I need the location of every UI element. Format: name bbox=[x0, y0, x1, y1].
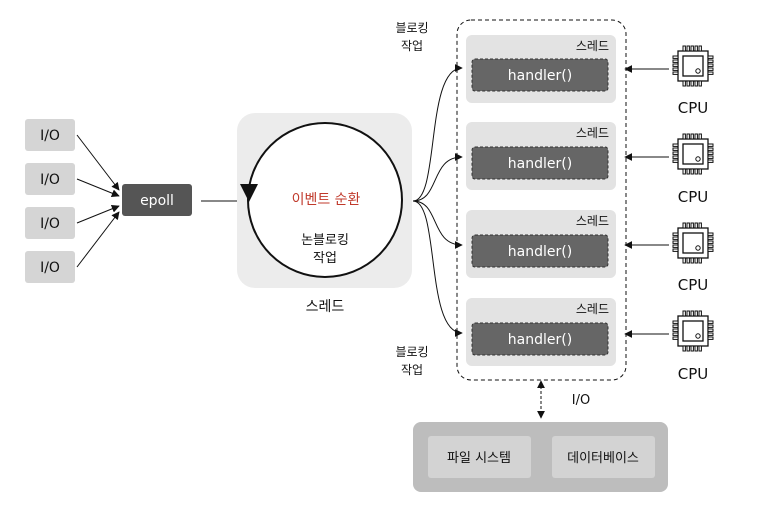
nonblocking-label-line2: 작업 bbox=[313, 251, 337, 266]
thread-label: 스레드 bbox=[576, 39, 609, 53]
database-label: 데이터베이스 bbox=[567, 451, 639, 466]
cpu-label: CPU bbox=[678, 99, 709, 117]
nonblocking-label-line1: 논블로킹 bbox=[301, 233, 349, 248]
thread-label: 스레드 bbox=[576, 126, 609, 140]
filesystem-box bbox=[428, 436, 531, 478]
cpu-label: CPU bbox=[678, 276, 709, 294]
io-to-epoll-arrows bbox=[76, 134, 120, 268]
cpu: CPU bbox=[624, 310, 714, 383]
cpu: CPU bbox=[624, 45, 714, 117]
handler-box bbox=[471, 322, 609, 356]
handler-label: handler() bbox=[508, 68, 572, 84]
cpu-chip-icon bbox=[672, 45, 714, 87]
io-box-label: I/O bbox=[40, 128, 60, 144]
dispatch-curves bbox=[412, 64, 463, 337]
io-box-label: I/O bbox=[40, 172, 60, 188]
database-box bbox=[552, 436, 655, 478]
blocking-bottom-line2: 작업 bbox=[401, 363, 423, 377]
cpu-chip-icon bbox=[672, 222, 714, 264]
blocking-top-line1: 블로킹 bbox=[395, 21, 428, 35]
io-box-label: I/O bbox=[40, 260, 60, 276]
cpu: CPU bbox=[624, 133, 714, 206]
blocking-bottom-line1: 블로킹 bbox=[395, 345, 428, 359]
thread-pool-border bbox=[456, 19, 627, 381]
filesystem-label: 파일 시스템 bbox=[447, 451, 511, 466]
handler-box bbox=[471, 146, 609, 180]
cpu-label: CPU bbox=[678, 188, 709, 206]
worker-thread: 스레드 handler() bbox=[466, 122, 616, 190]
thread-label: 스레드 bbox=[576, 214, 609, 228]
thread-label: 스레드 bbox=[576, 302, 609, 316]
epoll-label: epoll bbox=[140, 193, 174, 209]
io-box bbox=[25, 251, 75, 283]
io-link-label: I/O bbox=[572, 393, 590, 408]
io-box-label: I/O bbox=[40, 216, 60, 232]
io-box bbox=[25, 163, 75, 195]
handler-label: handler() bbox=[508, 332, 572, 348]
handler-label: handler() bbox=[508, 156, 572, 172]
cpu-chip-icon bbox=[672, 310, 714, 352]
cpu-chip-icon bbox=[672, 133, 714, 175]
io-box bbox=[25, 207, 75, 239]
epoll-box bbox=[122, 184, 192, 216]
handler-label: handler() bbox=[508, 244, 572, 260]
io-input-group: I/O I/O I/O I/O bbox=[25, 119, 75, 283]
cpu: CPU bbox=[624, 222, 714, 294]
loop-direction-arrowhead bbox=[240, 184, 258, 202]
worker-thread: 스레드 handler() bbox=[466, 298, 616, 366]
worker-thread: 스레드 handler() bbox=[466, 35, 616, 103]
event-loop-thread-caption: 스레드 bbox=[306, 299, 345, 315]
handler-box bbox=[471, 58, 609, 92]
blocking-top-line2: 작업 bbox=[401, 39, 423, 53]
io-box bbox=[25, 119, 75, 151]
event-loop-label: 이벤트 순환 bbox=[292, 192, 361, 208]
cpu-label: CPU bbox=[678, 365, 709, 383]
handler-box bbox=[471, 234, 609, 268]
worker-thread: 스레드 handler() bbox=[466, 210, 616, 278]
